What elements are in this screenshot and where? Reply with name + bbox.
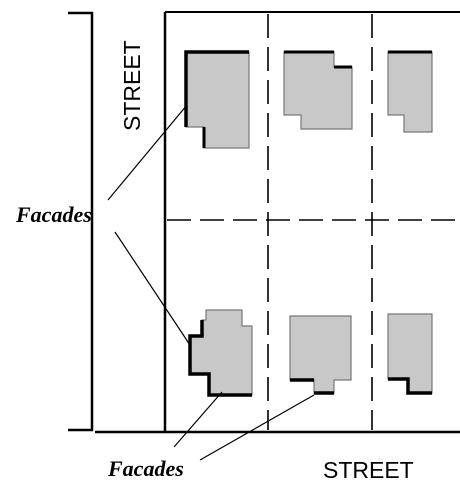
facades-label-left: Facades: [15, 202, 92, 227]
building-bottom-left: [188, 309, 253, 397]
building-top-middle: [283, 50, 353, 130]
building-top-left: [184, 50, 250, 149]
left-bracket: [68, 11, 94, 432]
facade-edge: [388, 377, 432, 395]
street-label-horizontal: STREET: [323, 457, 414, 483]
building-bottom-right: [387, 313, 433, 395]
facade-edge: [290, 378, 334, 395]
facade-edge: [284, 50, 352, 69]
leader-line: [107, 104, 188, 201]
leader-line: [114, 231, 191, 346]
facade-edge: [188, 320, 252, 397]
building-top-right: [387, 50, 433, 133]
building-bottom-middle: [289, 315, 352, 395]
leader-line: [199, 394, 315, 461]
facade-edge: [184, 50, 249, 127]
street-label-vertical: STREET: [119, 40, 145, 131]
leader-line: [173, 391, 223, 448]
facades-label-bottom: Facades: [107, 456, 184, 481]
